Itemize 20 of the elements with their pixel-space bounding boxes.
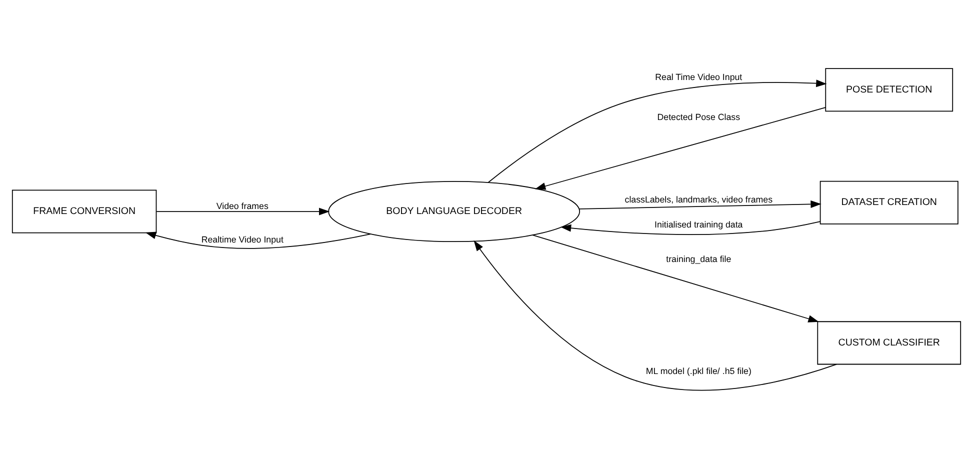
node-box: DATASET CREATION xyxy=(820,180,958,224)
arrow xyxy=(474,240,837,390)
edge-label: classLabels, landmarks, video frames xyxy=(624,194,773,204)
edge-label: training_data file xyxy=(666,254,732,264)
arrow xyxy=(534,106,826,190)
node-box: POSE DETECTION xyxy=(825,68,954,112)
edge-label: Initialised training data xyxy=(654,219,743,229)
edge-label: Detected Pose Class xyxy=(657,112,740,122)
edge-label: Video frames xyxy=(216,200,268,210)
node-box: FRAME CONVERSION xyxy=(12,189,157,233)
edge-label: ML model (.pkl file/ .h5 file) xyxy=(646,366,752,376)
node-box: CUSTOM CLASSIFIER xyxy=(817,320,962,364)
arrow xyxy=(578,200,822,209)
edge-label: Realtime Video Input xyxy=(201,234,284,244)
edge-label: Real Time Video Input xyxy=(655,72,742,82)
arrow xyxy=(532,234,819,322)
arrow xyxy=(156,207,330,215)
arrow xyxy=(560,220,821,234)
arrow xyxy=(145,231,371,248)
arrow xyxy=(488,79,827,182)
